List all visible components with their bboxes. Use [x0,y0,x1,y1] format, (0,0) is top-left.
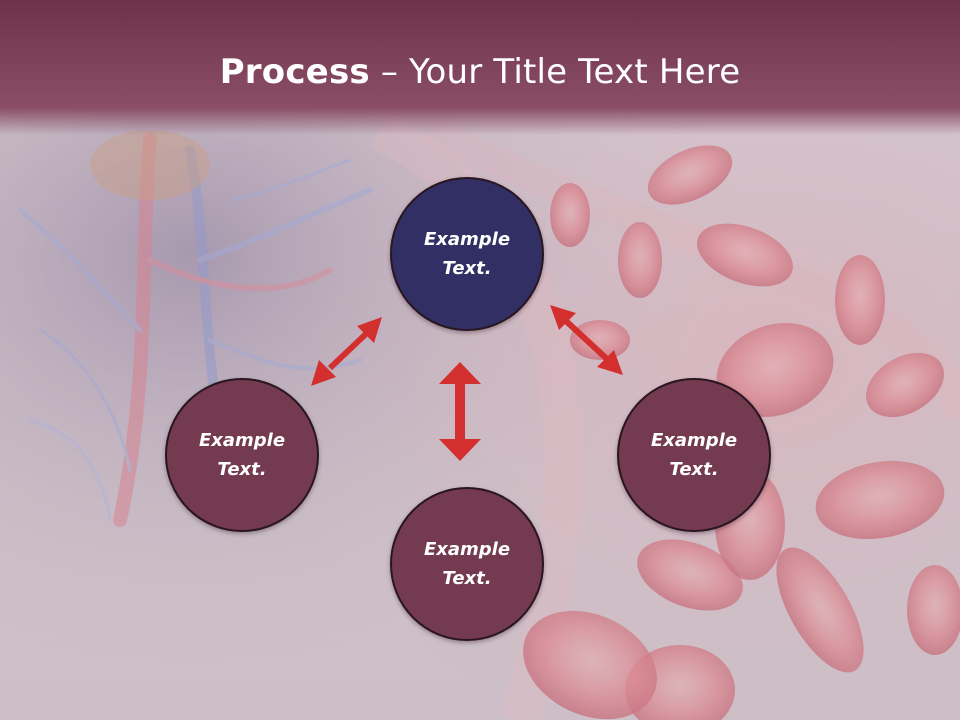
node-top: Example Text. [390,177,544,331]
header-band [0,0,960,135]
node-right-label: Example Text. [650,430,738,480]
node-bottom: Example Text. [390,487,544,641]
node-bottom-label: Example Text. [423,539,511,589]
node-left: Example Text. [165,378,319,532]
arrow-top-left [311,317,382,386]
node-right: Example Text. [617,378,771,532]
arrow-top-right [550,305,623,375]
node-left-label: Example Text. [198,430,286,480]
node-top-label: Example Text. [423,229,511,279]
arrow-vertical [439,362,481,461]
title-bold: Process [219,52,370,92]
title-rest: – Your Title Text Here [369,52,741,92]
slide-title: Process – Your Title Text Here [0,52,960,92]
